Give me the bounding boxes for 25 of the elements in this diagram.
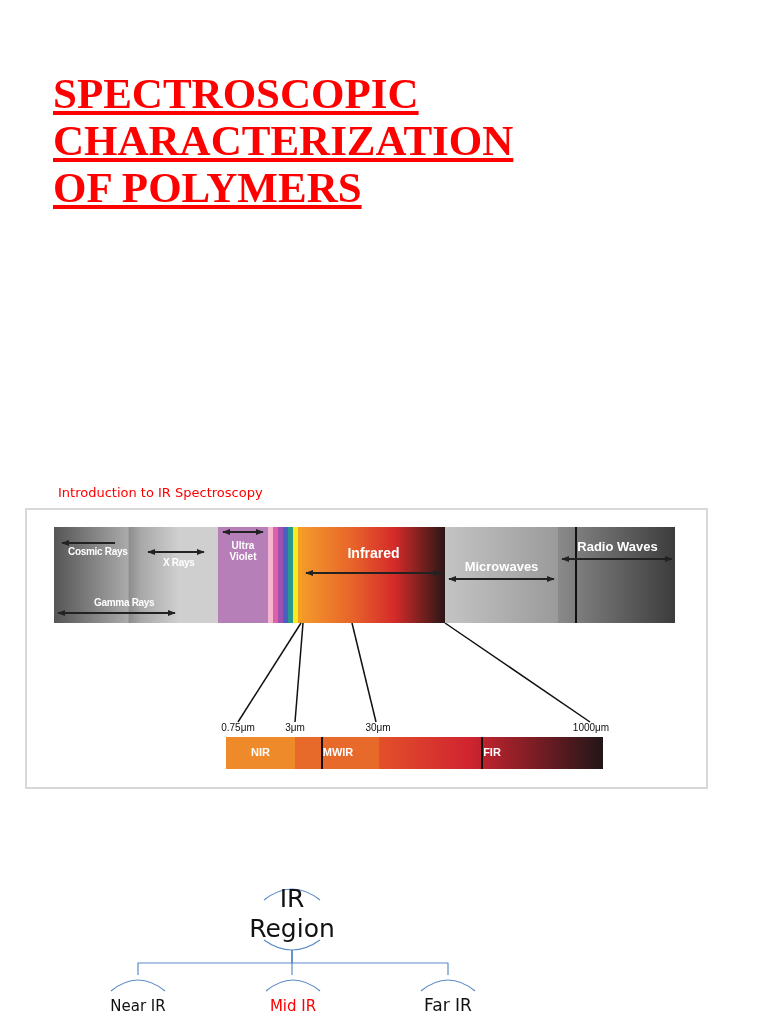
band-label: Cosmic Rays — [68, 546, 128, 557]
tree-node: Mid IR — [255, 975, 331, 1021]
tree-node: Near IR — [100, 975, 176, 1021]
figure-caption: Introduction to IR Spectroscopy — [58, 485, 263, 500]
leader-line — [237, 622, 302, 723]
wavelength-label: 0.75μm — [215, 722, 261, 735]
spectrum-band: Radio Waves — [558, 527, 675, 623]
wavelength-label: 1000μm — [566, 722, 616, 735]
leader-line — [294, 622, 304, 723]
spectrum-band: Ultra Violet — [218, 527, 268, 623]
connector-line — [291, 949, 449, 976]
leader-line — [444, 622, 591, 723]
tree-node: IR Region — [247, 884, 337, 950]
title: SPECTROSCOPIC CHARACTERIZATION OF POLYMERS — [53, 70, 515, 211]
spectrum-band: Infrared — [302, 527, 445, 623]
wavelength-label: 30μm — [360, 722, 396, 735]
spectrum-band — [54, 527, 218, 623]
band-label: Gamma Rays — [94, 597, 155, 608]
spectrum-band: FIR — [379, 737, 603, 769]
leader-line — [351, 622, 377, 723]
spectrum-band: NIR — [226, 737, 295, 769]
tree-node: Far IR — [410, 975, 486, 1021]
wavelength-label: 3μm — [280, 722, 310, 735]
spectrum-band: MWIR — [295, 737, 379, 769]
spectrum-band: Microwaves — [445, 527, 558, 623]
